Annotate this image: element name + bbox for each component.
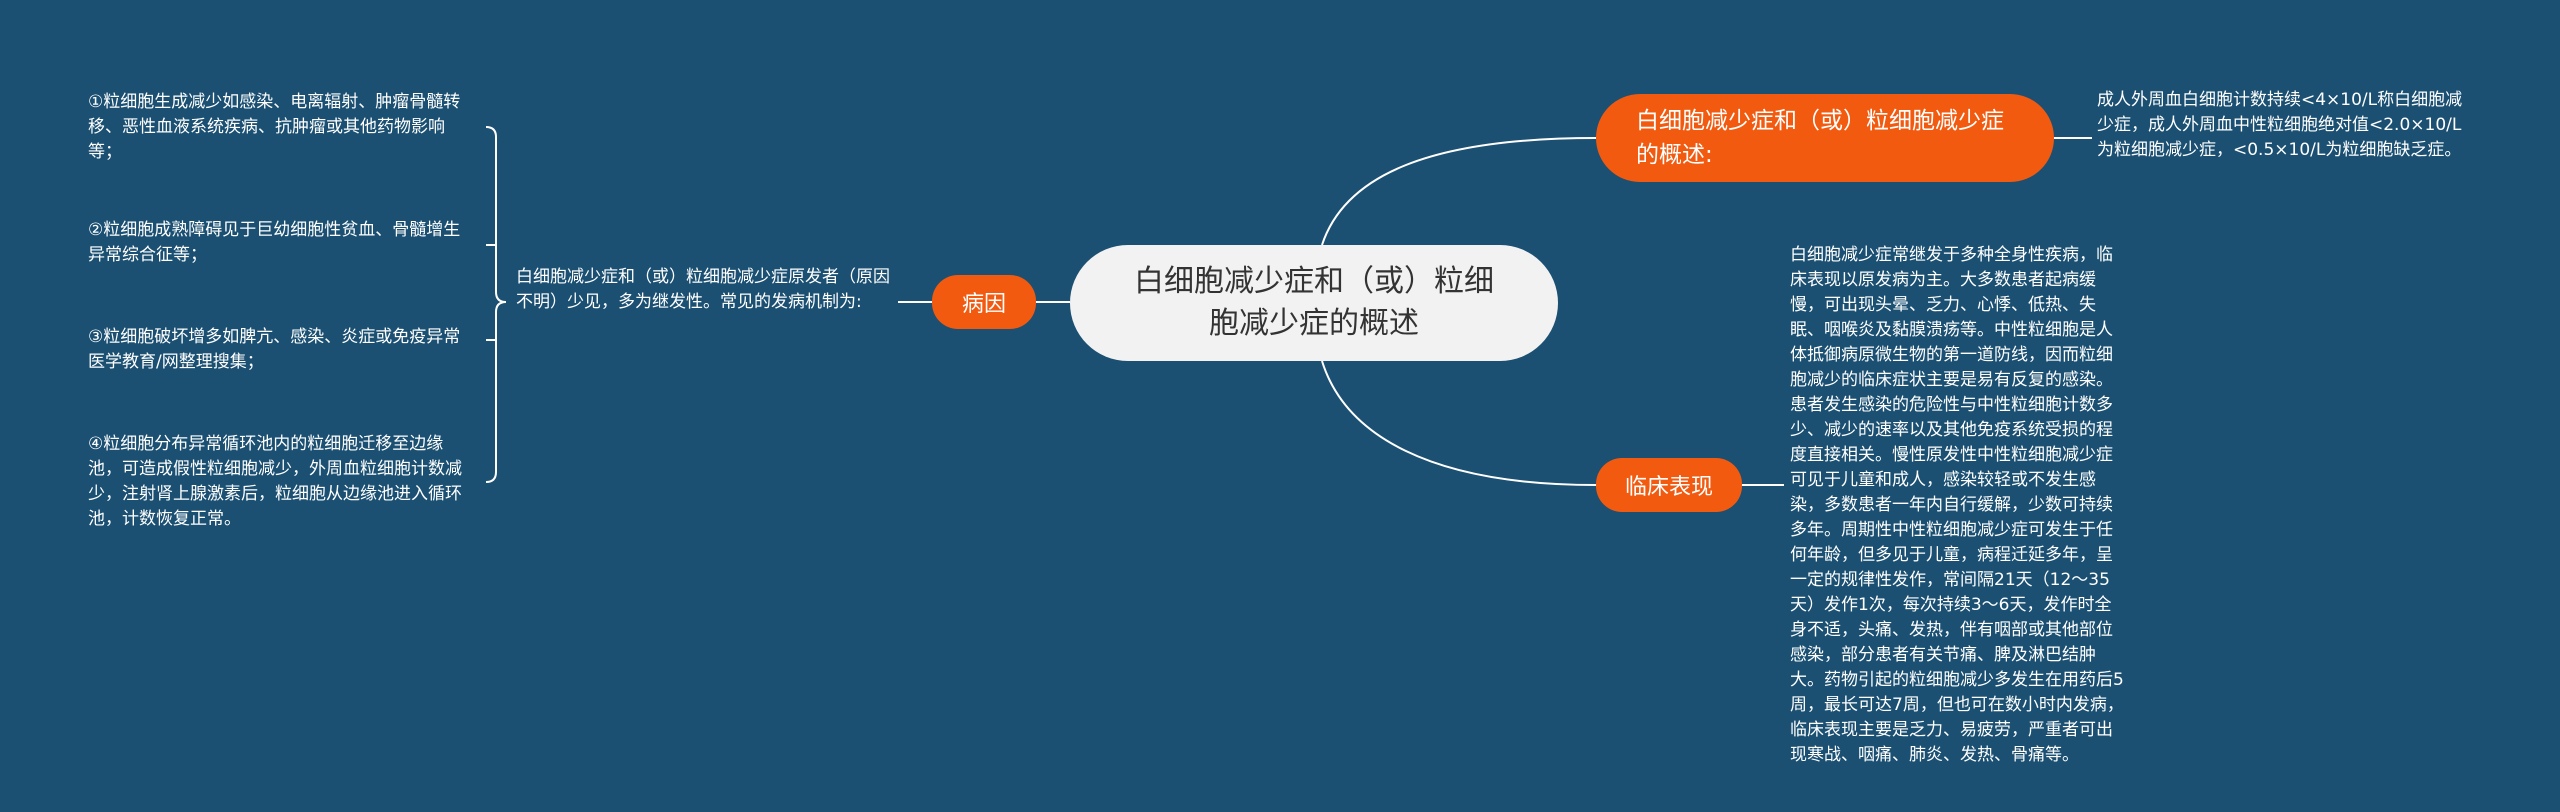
overview-branch-label: 白细胞减少症和（或）粒细胞减少症的概述:	[1636, 108, 2004, 168]
clinical-description: 白细胞减少症常继发于多种全身性疾病，临床表现以原发病为主。大多数患者起病缓慢，可…	[1790, 245, 2124, 765]
connector-root-overview	[1321, 137, 1597, 246]
cause-item: ①粒细胞生成减少如感染、电离辐射、肿瘤骨髓转移、恶性血液系统疾病、抗肿瘤或其他药…	[88, 92, 461, 162]
cause-branch-label: 病因	[961, 292, 1006, 317]
cause-description: 白细胞减少症和（或）粒细胞减少症原发者（原因不明）少见，多为继发性。常见的发病机…	[516, 267, 890, 312]
clinical-branch-label: 临床表现	[1624, 475, 1713, 500]
clinical-branch-node[interactable]: 临床表现	[1596, 458, 1742, 512]
overview-branch-node[interactable]: 白细胞减少症和（或）粒细胞减少症的概述:	[1596, 94, 2054, 182]
cause-items-bracket	[485, 126, 507, 483]
cause-item: ②粒细胞成熟障碍见于巨幼细胞性贫血、骨髓增生异常综合征等；	[88, 220, 461, 265]
cause-item: ④粒细胞分布异常循环池内的粒细胞迁移至边缘池，可造成假性粒细胞减少，外周血粒细胞…	[88, 434, 462, 529]
overview-description: 成人外周血白细胞计数持续<4×10/L称白细胞减少症，成人外周血中性粒细胞绝对值…	[2097, 90, 2463, 160]
root-topic-node[interactable]: 白细胞减少症和（或）粒细胞减少症的概述	[1070, 245, 1558, 361]
cause-branch-node[interactable]: 病因	[932, 275, 1036, 329]
connector-root-clinical	[1321, 360, 1597, 486]
root-topic-label: 白细胞减少症和（或）粒细胞减少症的概述	[1134, 264, 1494, 341]
cause-item: ③粒细胞破坏增多如脾亢、感染、炎症或免疫异常医学教育/网整理搜集；	[88, 327, 461, 372]
